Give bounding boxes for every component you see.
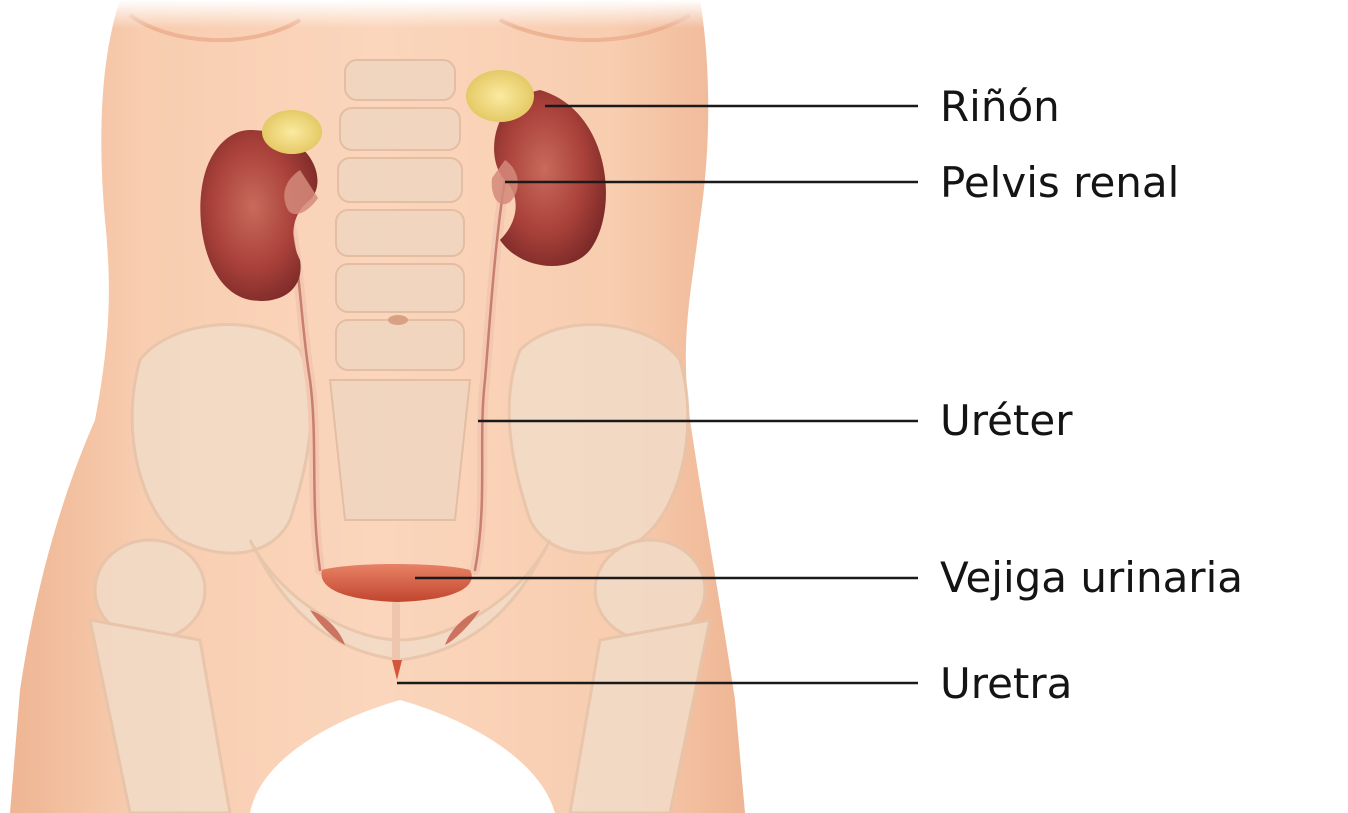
label-kidney: Riñón (940, 82, 1060, 132)
label-urethra: Uretra (940, 659, 1072, 709)
adrenal-gland-left (262, 110, 322, 154)
label-ureter: Uréter (940, 396, 1073, 446)
adrenal-gland-right (466, 70, 534, 122)
label-renal-pelvis: Pelvis renal (940, 158, 1179, 208)
label-bladder: Vejiga urinaria (940, 553, 1243, 603)
spine (330, 60, 470, 520)
navel (388, 315, 408, 325)
